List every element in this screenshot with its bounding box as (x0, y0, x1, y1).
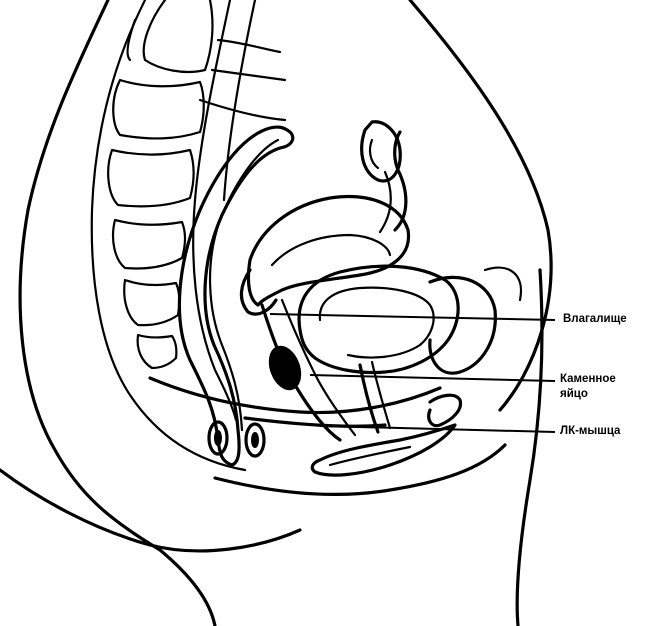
buttock-outline (0, 468, 302, 553)
label-stone-egg-line2: яйцо (560, 388, 588, 400)
rectum-inner (209, 138, 280, 432)
labia-inner (328, 445, 412, 467)
vagina-inner (280, 298, 357, 437)
front-thigh-line (515, 268, 544, 626)
leader-line-vagina (269, 313, 556, 321)
label-stone-egg: Каменное яйцо (560, 372, 616, 402)
bladder-inner (318, 286, 435, 359)
perineum-line (213, 443, 507, 497)
leader-line-pc-muscle (319, 425, 556, 433)
pelvic-floor (148, 376, 442, 415)
sacral-canal (192, 0, 238, 422)
back-inner-line (90, 0, 247, 472)
uterus (246, 195, 411, 307)
rectum (177, 125, 295, 467)
anal-sphincter (207, 420, 266, 458)
body-outline-back (18, 0, 217, 626)
uterus-cavity (270, 233, 392, 267)
leader-line-stone-egg (309, 374, 556, 382)
stone-egg (268, 345, 302, 391)
abdomen-outline (408, 0, 553, 412)
label-pc-muscle: ЛК-мышца (560, 425, 621, 437)
pelvic-floor-back (243, 416, 387, 428)
bladder (297, 264, 460, 375)
ovary-detail (368, 138, 380, 170)
clitoris (427, 393, 463, 428)
label-stone-egg-line1: Каменное (560, 373, 616, 385)
sacral-canal-inner (222, 0, 257, 202)
labia (310, 423, 457, 477)
fallopian-tube-inner (378, 170, 392, 234)
pubic-bone (428, 275, 497, 375)
urethra-inner (370, 360, 392, 430)
ovary (360, 120, 402, 183)
pubic-bone-inner (483, 266, 523, 302)
cervix (239, 268, 278, 316)
label-vagina: Влагалище (563, 313, 627, 325)
